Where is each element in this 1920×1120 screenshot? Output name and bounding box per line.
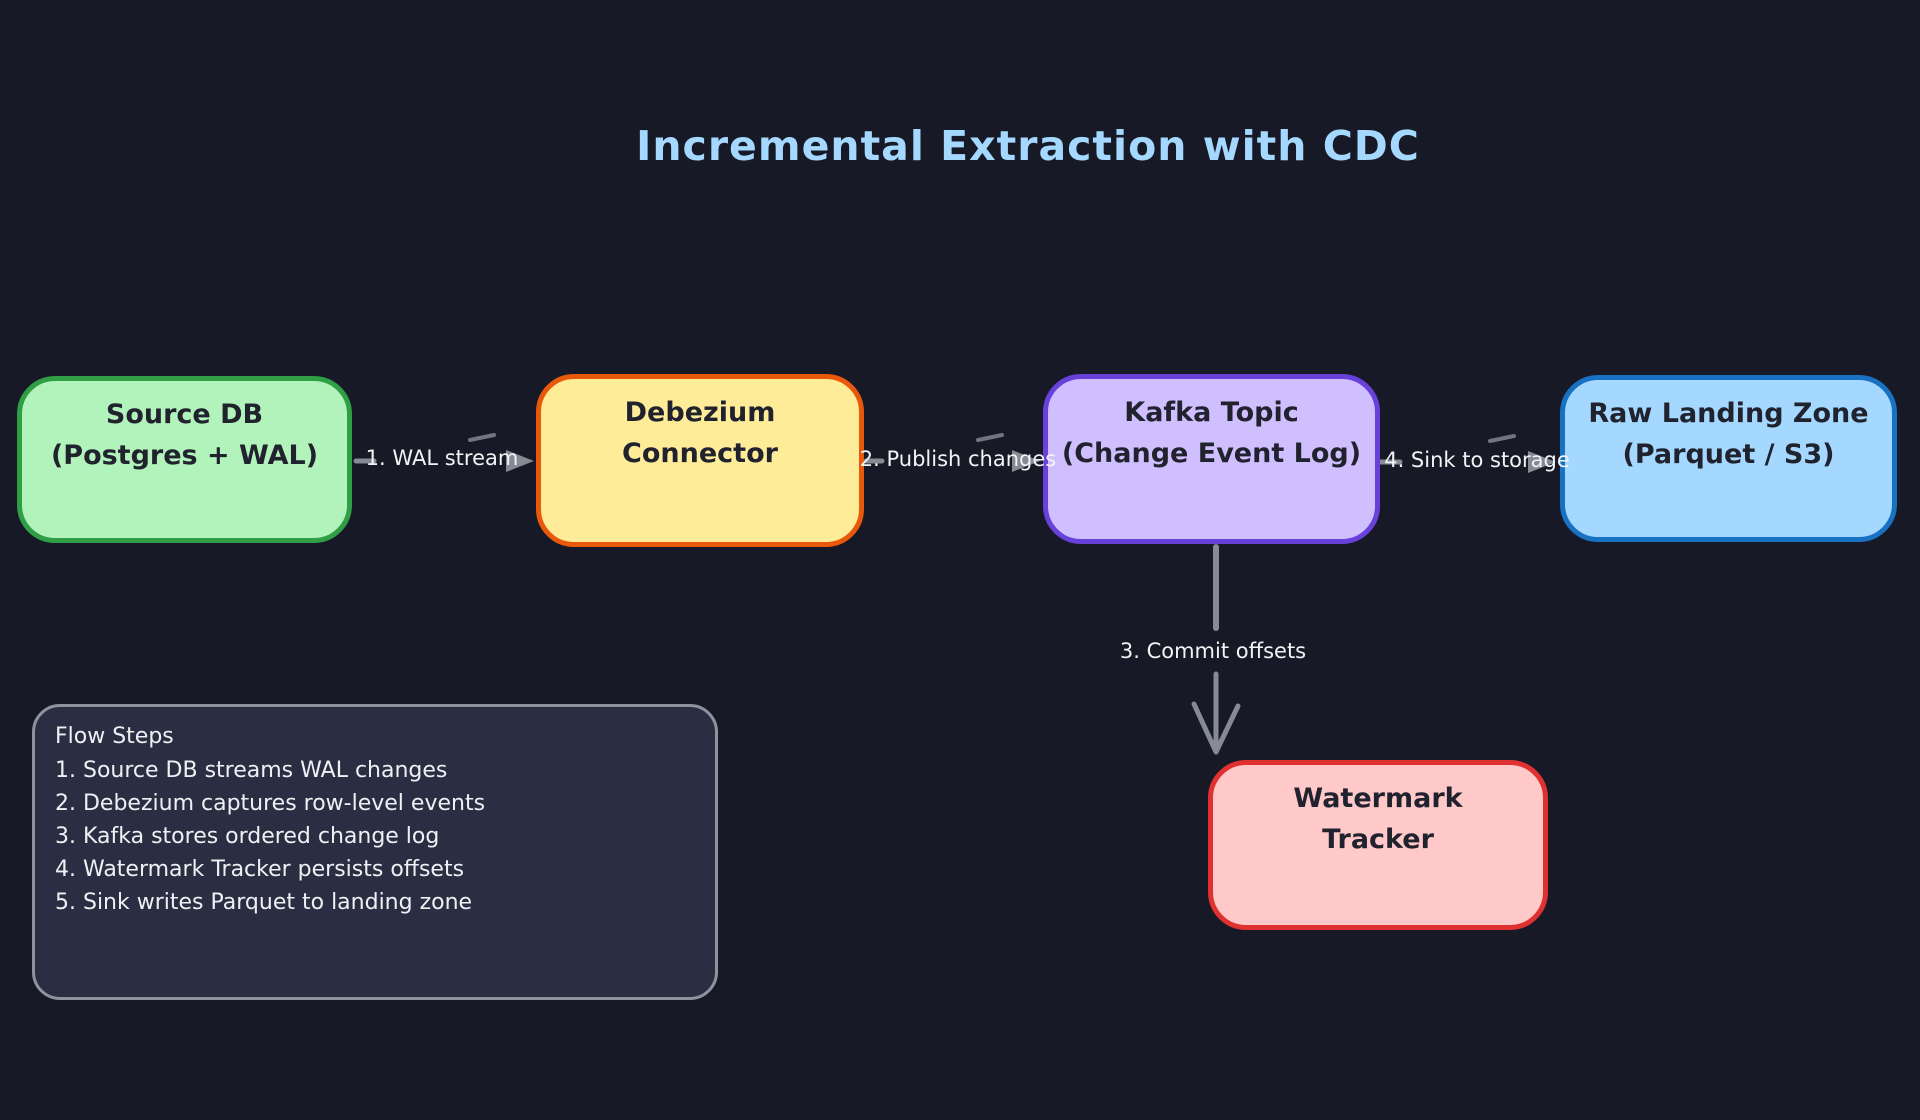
node-landing-sublabel: (Parquet / S3) bbox=[1622, 439, 1835, 470]
flow-step-item: 3. Kafka stores ordered change log bbox=[55, 824, 440, 849]
flow-step-item: 2. Debezium captures row-level events bbox=[55, 791, 486, 816]
edge-label-publish-changes: 2. Publish changes bbox=[859, 447, 1057, 471]
edge-label-commit-offsets: 3. Commit offsets bbox=[1119, 639, 1307, 663]
node-debezium-connector: Debezium Connector bbox=[536, 374, 864, 547]
flow-step-item: 1. Source DB streams WAL changes bbox=[55, 758, 448, 783]
node-debezium-label: Debezium bbox=[624, 397, 776, 428]
node-kafka-sublabel: (Change Event Log) bbox=[1061, 438, 1362, 469]
node-kafka-label: Kafka Topic bbox=[1124, 397, 1299, 428]
arrow-publish-changes-sketch bbox=[976, 433, 1004, 442]
node-landing-label: Raw Landing Zone bbox=[1588, 398, 1869, 429]
flow-steps-heading: Flow Steps bbox=[55, 724, 174, 749]
edge-label-sink-to-storage: 4. Sink to storage bbox=[1384, 448, 1570, 472]
arrow-commit-offsets-head bbox=[1191, 701, 1241, 755]
edge-label-wal-stream: 1. WAL stream bbox=[365, 446, 519, 470]
node-raw-landing-zone: Raw Landing Zone (Parquet / S3) bbox=[1560, 375, 1897, 542]
node-watermark-sublabel: Tracker bbox=[1322, 824, 1434, 855]
node-watermark-tracker: Watermark Tracker bbox=[1208, 760, 1548, 930]
diagram-title: Incremental Extraction with CDC bbox=[636, 122, 1420, 170]
node-debezium-sublabel: Connector bbox=[622, 438, 778, 469]
flow-steps-panel: Flow Steps 1. Source DB streams WAL chan… bbox=[32, 704, 718, 1000]
node-source-db-label: Source DB bbox=[105, 399, 264, 430]
node-kafka-topic: Kafka Topic (Change Event Log) bbox=[1043, 374, 1380, 544]
arrow-sink-storage-sketch bbox=[1488, 434, 1516, 443]
flow-step-item: 4. Watermark Tracker persists offsets bbox=[55, 857, 465, 882]
node-source-db-sublabel: (Postgres + WAL) bbox=[50, 440, 319, 471]
arrow-wal-stream-sketch bbox=[468, 433, 496, 442]
node-source-db: Source DB (Postgres + WAL) bbox=[17, 376, 352, 543]
node-watermark-label: Watermark bbox=[1293, 783, 1463, 814]
flow-step-item: 5. Sink writes Parquet to landing zone bbox=[55, 890, 473, 915]
